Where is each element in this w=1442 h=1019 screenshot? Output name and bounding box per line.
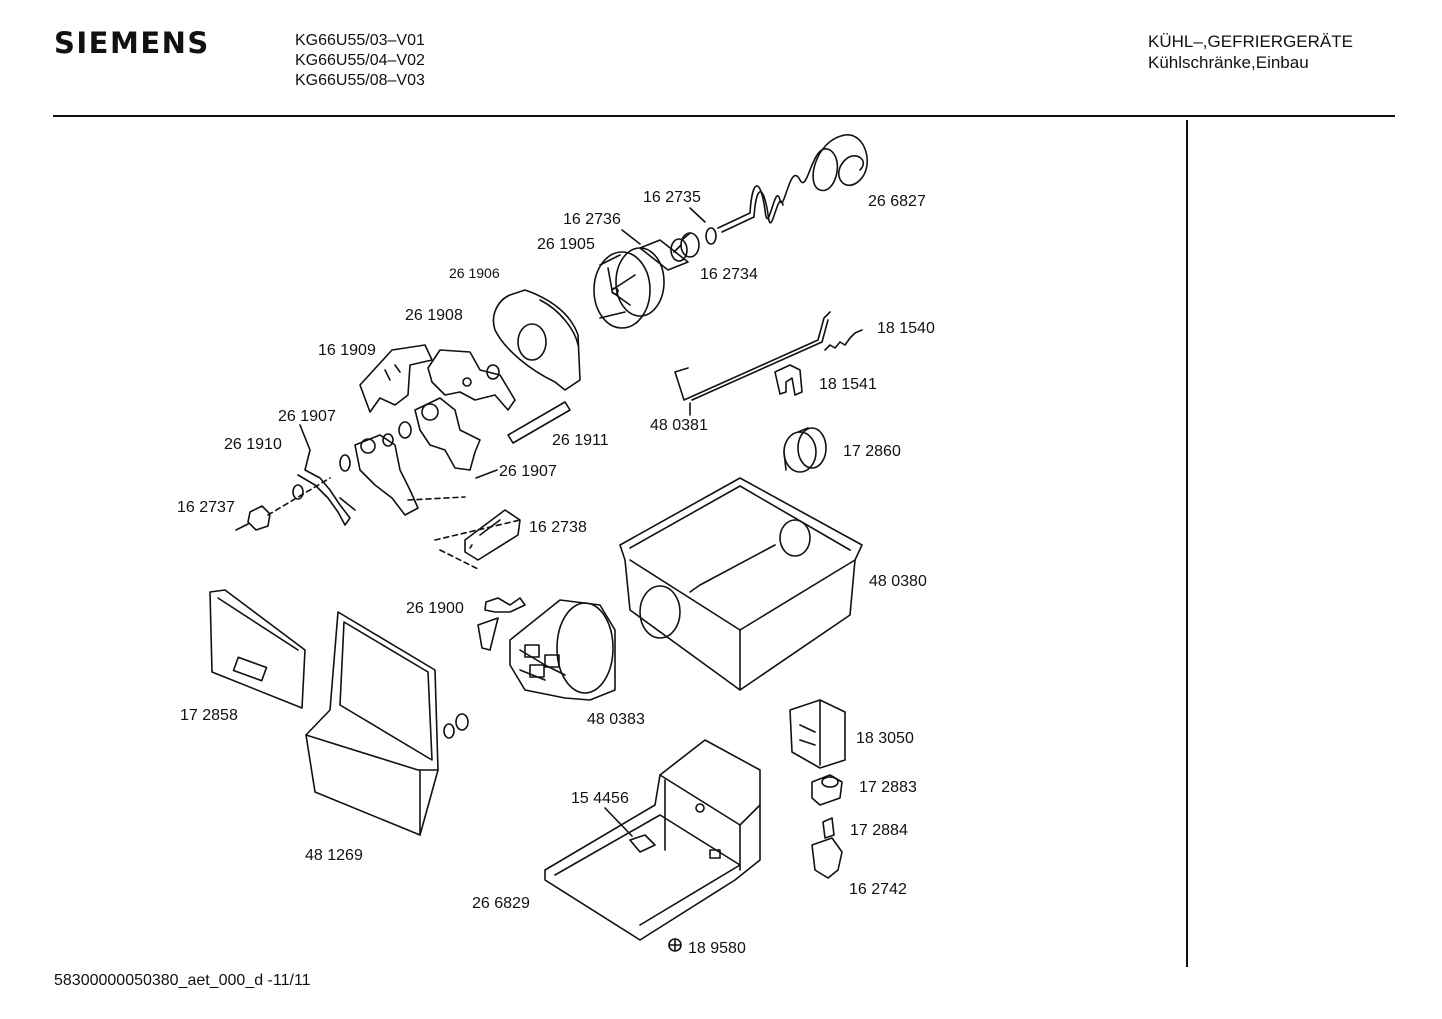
fan-motor-part [509, 599, 616, 701]
part-label: 16 2737 [177, 499, 235, 516]
switch-part [811, 817, 843, 879]
spring-part [824, 329, 863, 351]
part-label: 16 2734 [700, 266, 758, 283]
model-list: KG66U55/03–V01 KG66U55/04–V02 KG66U55/08… [295, 31, 425, 91]
part-label: 26 1908 [405, 307, 463, 324]
part-label: 26 1905 [537, 236, 595, 253]
leader-line [621, 229, 641, 245]
part-label: 17 2884 [850, 822, 908, 839]
part-label: 48 1269 [305, 847, 363, 864]
fan-housing-part [492, 289, 581, 391]
washer-part [443, 713, 469, 739]
bracket-part [359, 344, 433, 413]
rod-part [674, 311, 831, 401]
bracket-part [427, 349, 516, 411]
model-number: KG66U55/04–V02 [295, 52, 425, 69]
clip-part [639, 239, 689, 271]
lid-part [209, 589, 306, 709]
part-label: 18 1541 [819, 376, 877, 393]
spring-part [297, 424, 356, 526]
part-label: 17 2858 [180, 707, 238, 724]
side-divider [1186, 120, 1188, 967]
front-panel-part [305, 611, 439, 836]
part-label: 48 0381 [650, 417, 708, 434]
part-label: 26 1907 [499, 463, 557, 480]
model-number: KG66U55/08–V03 [295, 72, 425, 89]
carrier-part [464, 509, 521, 561]
screw-part [668, 938, 682, 952]
part-label: 26 1900 [406, 600, 464, 617]
part-label: 18 1540 [877, 320, 935, 337]
bushing-part [670, 232, 700, 262]
shaft-part [507, 401, 571, 444]
fan-wheel-part [593, 247, 665, 329]
part-label: 16 2742 [849, 881, 907, 898]
part-label: 16 2736 [563, 211, 621, 228]
category-title: KÜHL–,GEFRIERGERÄTE [1148, 32, 1353, 51]
part-label: 18 3050 [856, 730, 914, 747]
model-number: KG66U55/03–V01 [295, 32, 425, 49]
washer-part [292, 454, 351, 500]
part-label: 16 1909 [318, 342, 376, 359]
clip-part [477, 597, 526, 651]
assembly-guide [267, 477, 331, 516]
ice-tray-part [619, 477, 863, 691]
part-label: 26 1907 [278, 408, 336, 425]
header-divider [53, 115, 1395, 117]
heating-coil-part [717, 134, 869, 233]
leader-line [604, 807, 633, 837]
leader-line [475, 469, 498, 479]
part-label: 15 4456 [571, 790, 629, 807]
solenoid-part [811, 774, 843, 806]
part-label: 26 1911 [552, 432, 609, 449]
assembly-guide [407, 496, 521, 571]
part-label: 26 1906 [449, 265, 500, 281]
part-label: 26 6827 [868, 193, 926, 210]
bracket-part [354, 433, 419, 516]
part-label: 16 2738 [529, 519, 587, 536]
category-subtitle: Kühlschränke,Einbau [1148, 53, 1309, 72]
part-label: 17 2860 [843, 443, 901, 460]
part-label: 16 2735 [643, 189, 701, 206]
bracket-part [398, 397, 481, 471]
leader-line [689, 207, 706, 223]
ring-part [705, 227, 717, 245]
category-block: KÜHL–,GEFRIERGERÄTE Kühlschränke,Einbau [1148, 31, 1353, 73]
nut-part [235, 505, 271, 531]
part-label: 26 1910 [224, 436, 282, 453]
part-label: 48 0383 [587, 711, 645, 728]
brand-logo: SIEMENS [54, 26, 210, 60]
pin-part [629, 834, 656, 853]
clip-part [774, 364, 803, 396]
document-id: 58300000050380_aet_000_d -11/11 [54, 972, 311, 989]
base-frame-part [544, 739, 761, 941]
part-label: 48 0380 [869, 573, 927, 590]
part-label: 17 2883 [859, 779, 917, 796]
control-unit-part [789, 699, 846, 769]
part-label: 18 9580 [688, 940, 746, 957]
ring-part [783, 427, 827, 473]
part-label: 26 6829 [472, 895, 530, 912]
